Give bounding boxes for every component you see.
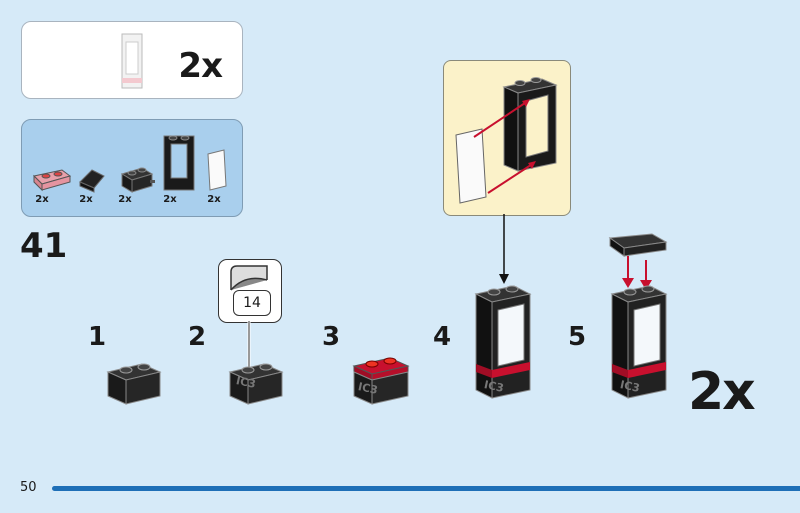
black-slope-icon [79,169,105,193]
subassembly-callout: 2x [21,21,243,99]
window-assembly-5 [610,285,668,399]
sub-step-5: 5 [568,322,587,352]
subassembly-quantity: 2x [178,46,223,86]
sub-step-3: 3 [322,322,341,352]
sub-step-2: 2 [188,322,207,352]
sticker-callout: 14 [218,259,282,323]
parts-needed-box: 2x 2x 2x 2x 2x [21,119,243,217]
slope-piece [608,233,668,257]
part-quantity: 2x [79,194,93,205]
down-arrows [622,256,652,290]
glass-pane-icon [207,149,227,191]
sub-step-1: 1 [88,322,107,352]
window-frame-icon [502,77,558,172]
part-quantity: 2x [207,194,221,205]
inset-pointer-arrow [499,214,509,284]
assembled-window-icon [121,33,143,89]
step-multiplier: 2x [688,362,756,422]
window-assembly-4 [474,285,532,399]
sticker-number: 14 [233,290,271,316]
part-quantity: 2x [163,194,177,205]
part-quantity: 2x [118,194,132,205]
page-rule [52,486,800,491]
brick-plate-3 [352,357,410,405]
part-quantity: 2x [35,194,49,205]
detail-inset [443,60,571,216]
page-number: 50 [20,480,37,495]
sticker-sheet-icon [230,265,268,291]
insert-arrows [473,99,536,194]
window-frame-icon [163,135,195,191]
sub-step-4: 4 [433,322,452,352]
black-clip-brick-icon [120,167,155,193]
red-plate-icon [32,169,72,192]
brick-sticker-2 [228,363,284,405]
glass-pane-icon [455,128,487,204]
brick-plain-1 [106,363,162,405]
step-number: 41 [20,226,68,266]
